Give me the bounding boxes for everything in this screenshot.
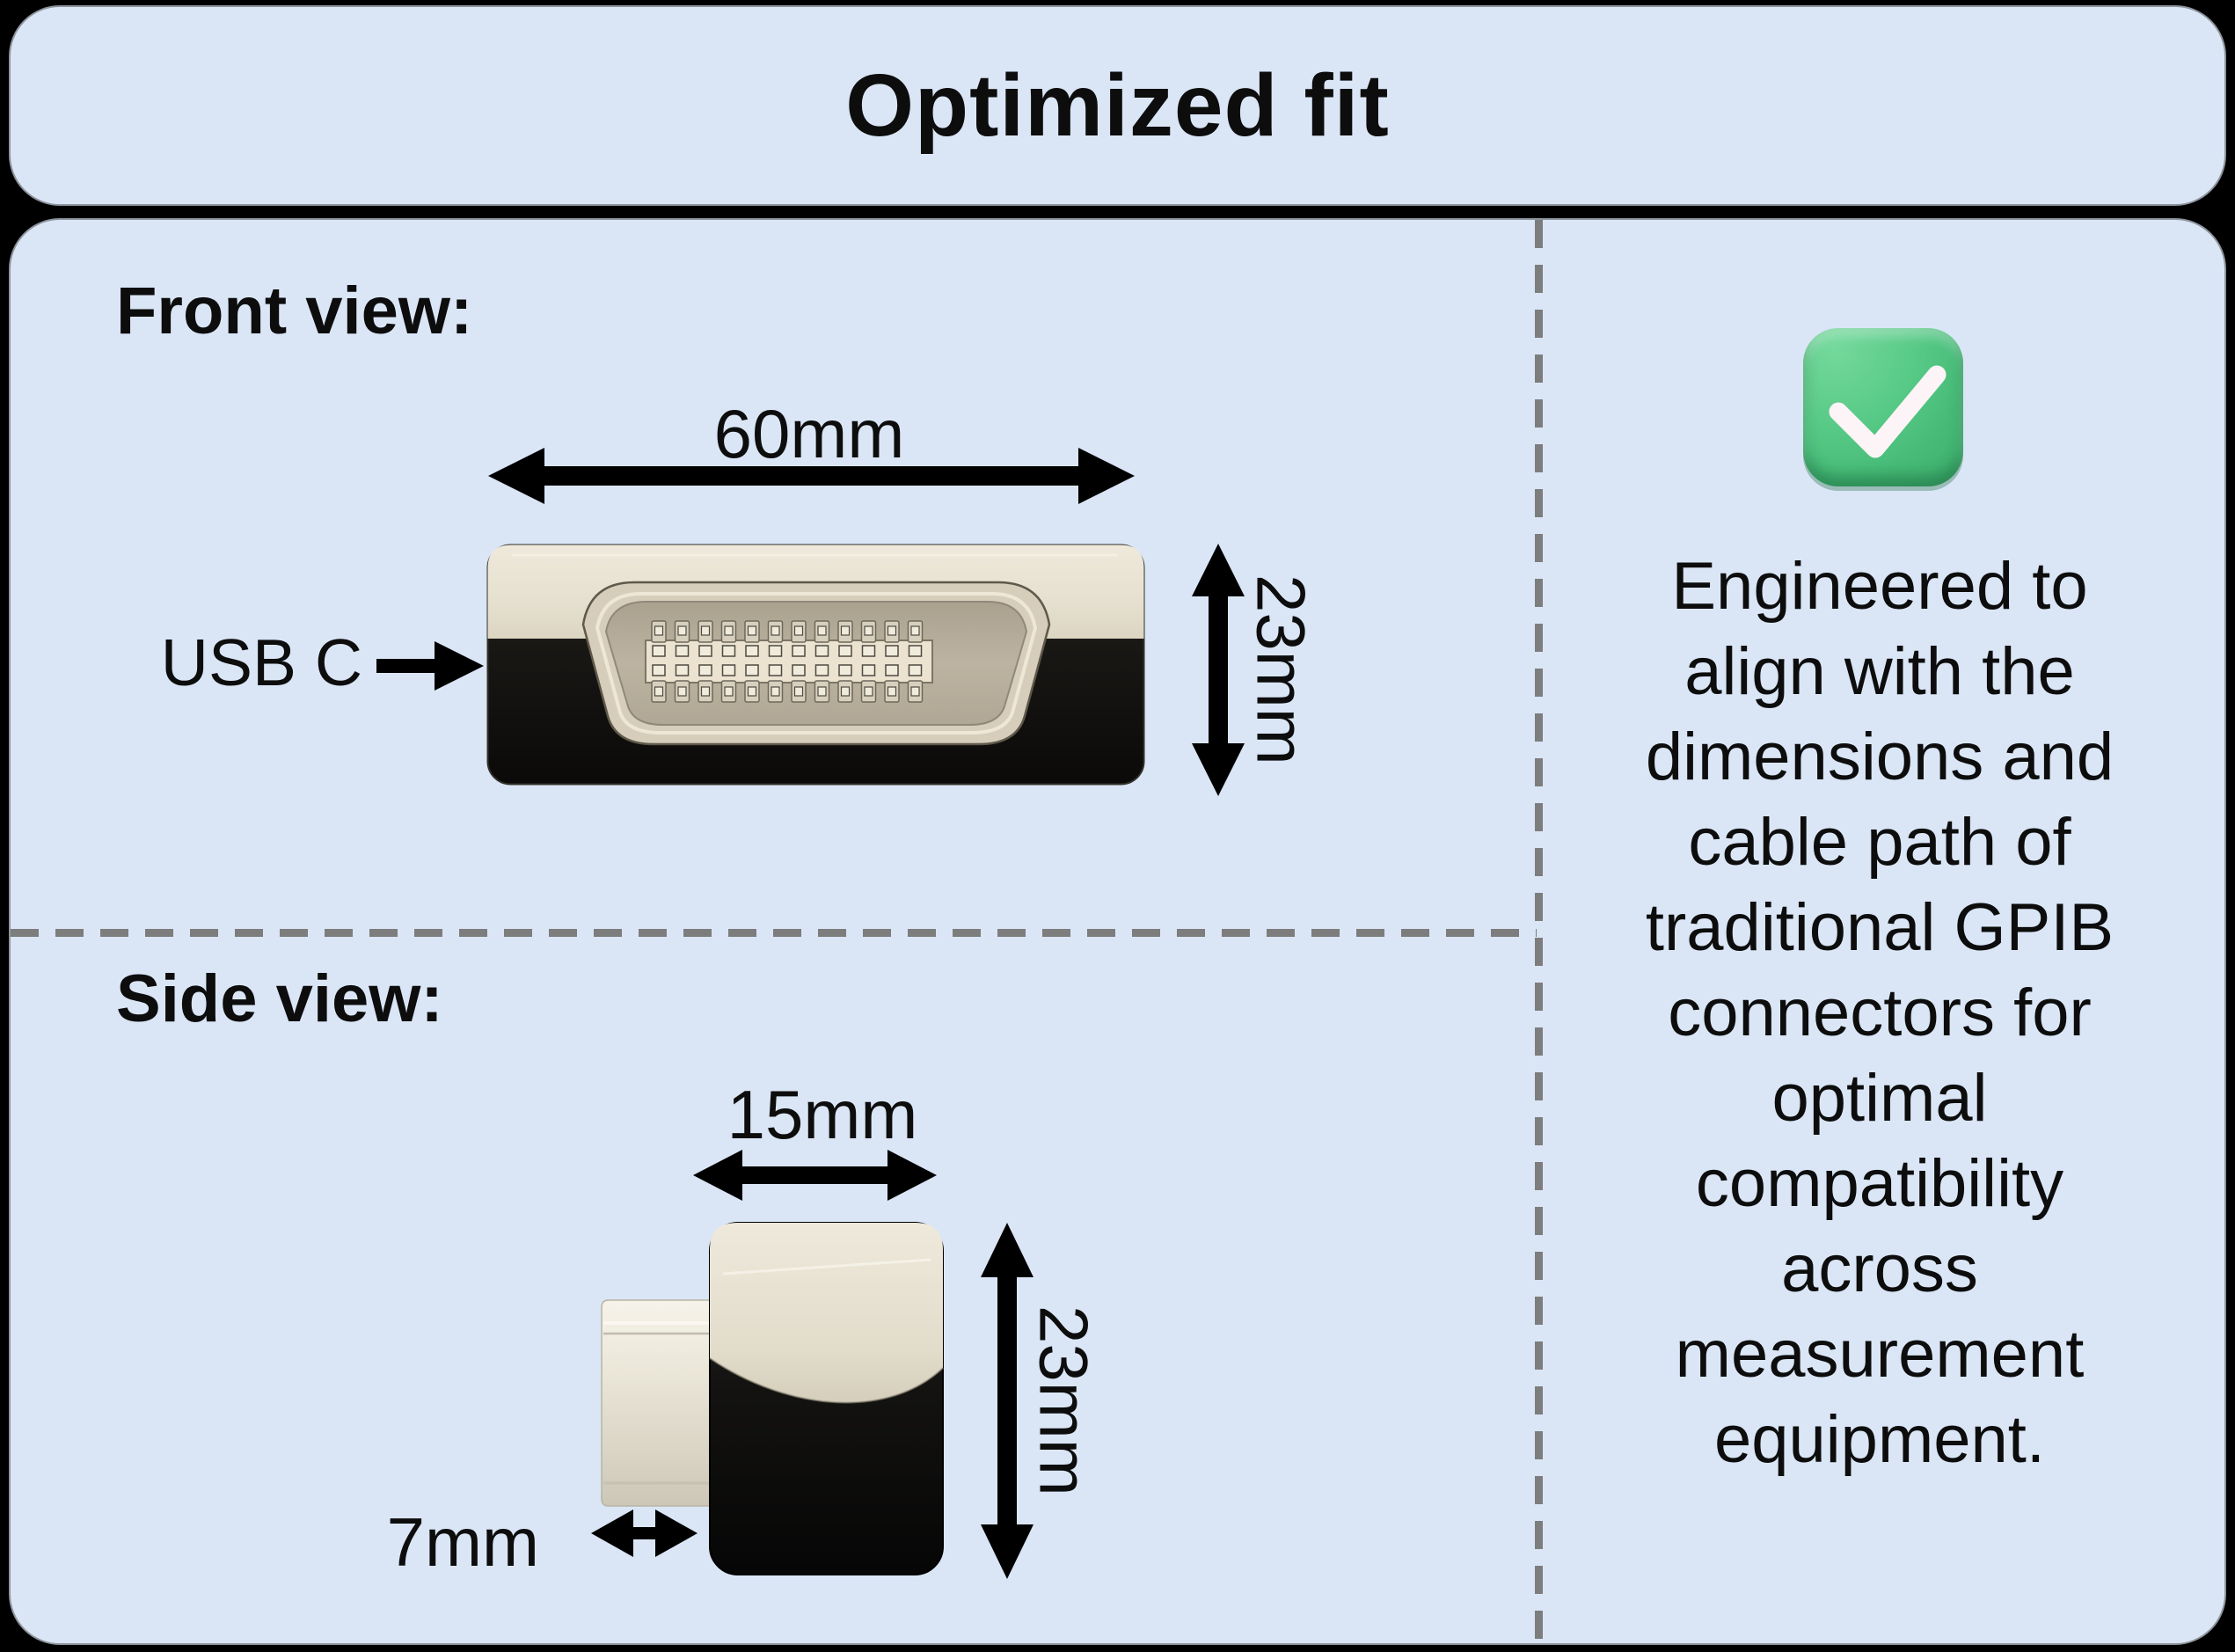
description-text: Engineered to align with the dimensions … (1554, 544, 2205, 1482)
side-height-arrow (981, 1223, 1034, 1579)
divider-horizontal (11, 929, 1537, 937)
description-line: dimensions and (1645, 720, 2114, 794)
description-line: compatibility (1695, 1146, 2064, 1221)
description-line: measurement (1675, 1317, 2085, 1392)
description-line: optimal (1771, 1061, 1988, 1136)
side-depth-label: 7mm (386, 1503, 539, 1581)
description-line: equipment. (1713, 1402, 2046, 1477)
usbc-label: USB C (160, 625, 362, 699)
description-line: connectors for (1668, 976, 2092, 1050)
check-mark-icon (1803, 328, 1963, 486)
side-view-label: Side view: (116, 961, 443, 1036)
side-height-label: 23mm (1025, 1305, 1103, 1496)
title-bar: Optimized fit (9, 5, 2226, 206)
main-panel: Front view: 60mm (9, 218, 2226, 1645)
side-depth-arrow (591, 1509, 698, 1557)
front-view-label: Front view: (116, 274, 473, 348)
divider-vertical (1535, 220, 1543, 1643)
front-width-arrow (488, 448, 1135, 504)
usbc-pointer-arrow (376, 641, 484, 691)
check-glyph (1829, 365, 1946, 458)
front-connector-graphic (486, 544, 1145, 786)
side-connector-graphic (601, 1222, 944, 1575)
page-title: Optimized fit (845, 55, 1390, 155)
front-height-label: 23mm (1242, 574, 1320, 765)
description-line: Engineered to (1671, 549, 2088, 624)
front-width-label: 60mm (713, 395, 905, 472)
side-width-label: 15mm (727, 1076, 918, 1153)
front-height-arrow (1192, 544, 1245, 796)
description-line: traditional GPIB (1645, 890, 2114, 965)
usbc-plug-tab (601, 1299, 711, 1507)
side-body-cream (710, 1223, 943, 1403)
description-line: across (1781, 1232, 1978, 1306)
pin-block (645, 640, 933, 683)
description-line: align with the (1684, 634, 2075, 709)
description-line: cable path of (1688, 805, 2071, 880)
side-width-arrow (693, 1150, 937, 1201)
